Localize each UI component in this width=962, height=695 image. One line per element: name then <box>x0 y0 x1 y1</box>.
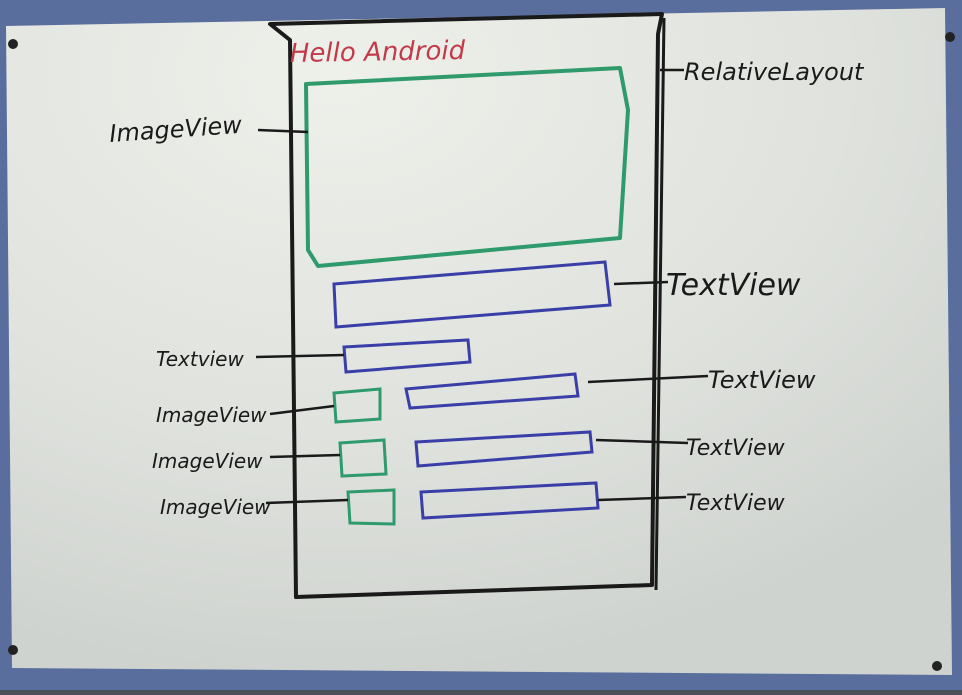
connector-title-text <box>613 280 669 286</box>
header-image-view <box>304 66 630 268</box>
connector-row3-image <box>265 498 349 505</box>
label-row2-text: TextView <box>686 436 786 461</box>
row1-image-view <box>332 387 382 424</box>
label-row1-text: TextView <box>708 366 816 394</box>
label-relative-layout: RelativeLayout <box>684 58 865 86</box>
board-screw <box>932 661 942 671</box>
app-title: Hello Android <box>290 36 466 69</box>
title-text-view <box>332 260 612 329</box>
connector-row3-text <box>597 495 687 502</box>
row3-text-view <box>419 481 600 520</box>
label-row3-image: ImageView <box>160 495 271 519</box>
label-subtitle-text: Textview <box>156 347 244 371</box>
label-title-text: TextView <box>666 268 801 303</box>
board-screw <box>8 645 18 655</box>
connector-subtitle-text <box>255 353 345 359</box>
connector-header-image <box>257 128 309 134</box>
board-screw <box>945 32 955 42</box>
board-surface <box>6 8 952 675</box>
row1-text-view <box>404 372 580 410</box>
label-row2-image: ImageView <box>152 449 263 473</box>
label-row3-text: TextView <box>686 491 786 516</box>
connector-row2-text <box>595 438 689 445</box>
row3-image-view <box>346 488 396 526</box>
row2-text-view <box>414 430 594 468</box>
board-screw <box>8 39 18 49</box>
subtitle-text-view <box>342 338 472 374</box>
connector-row1-image <box>269 404 335 416</box>
row2-image-view <box>338 438 388 478</box>
relative-layout-right-edge <box>654 17 666 591</box>
connector-row1-text <box>587 374 709 384</box>
label-row1-image: ImageView <box>156 403 267 427</box>
relative-layout-box <box>268 12 664 599</box>
connector-row2-image <box>269 453 341 459</box>
